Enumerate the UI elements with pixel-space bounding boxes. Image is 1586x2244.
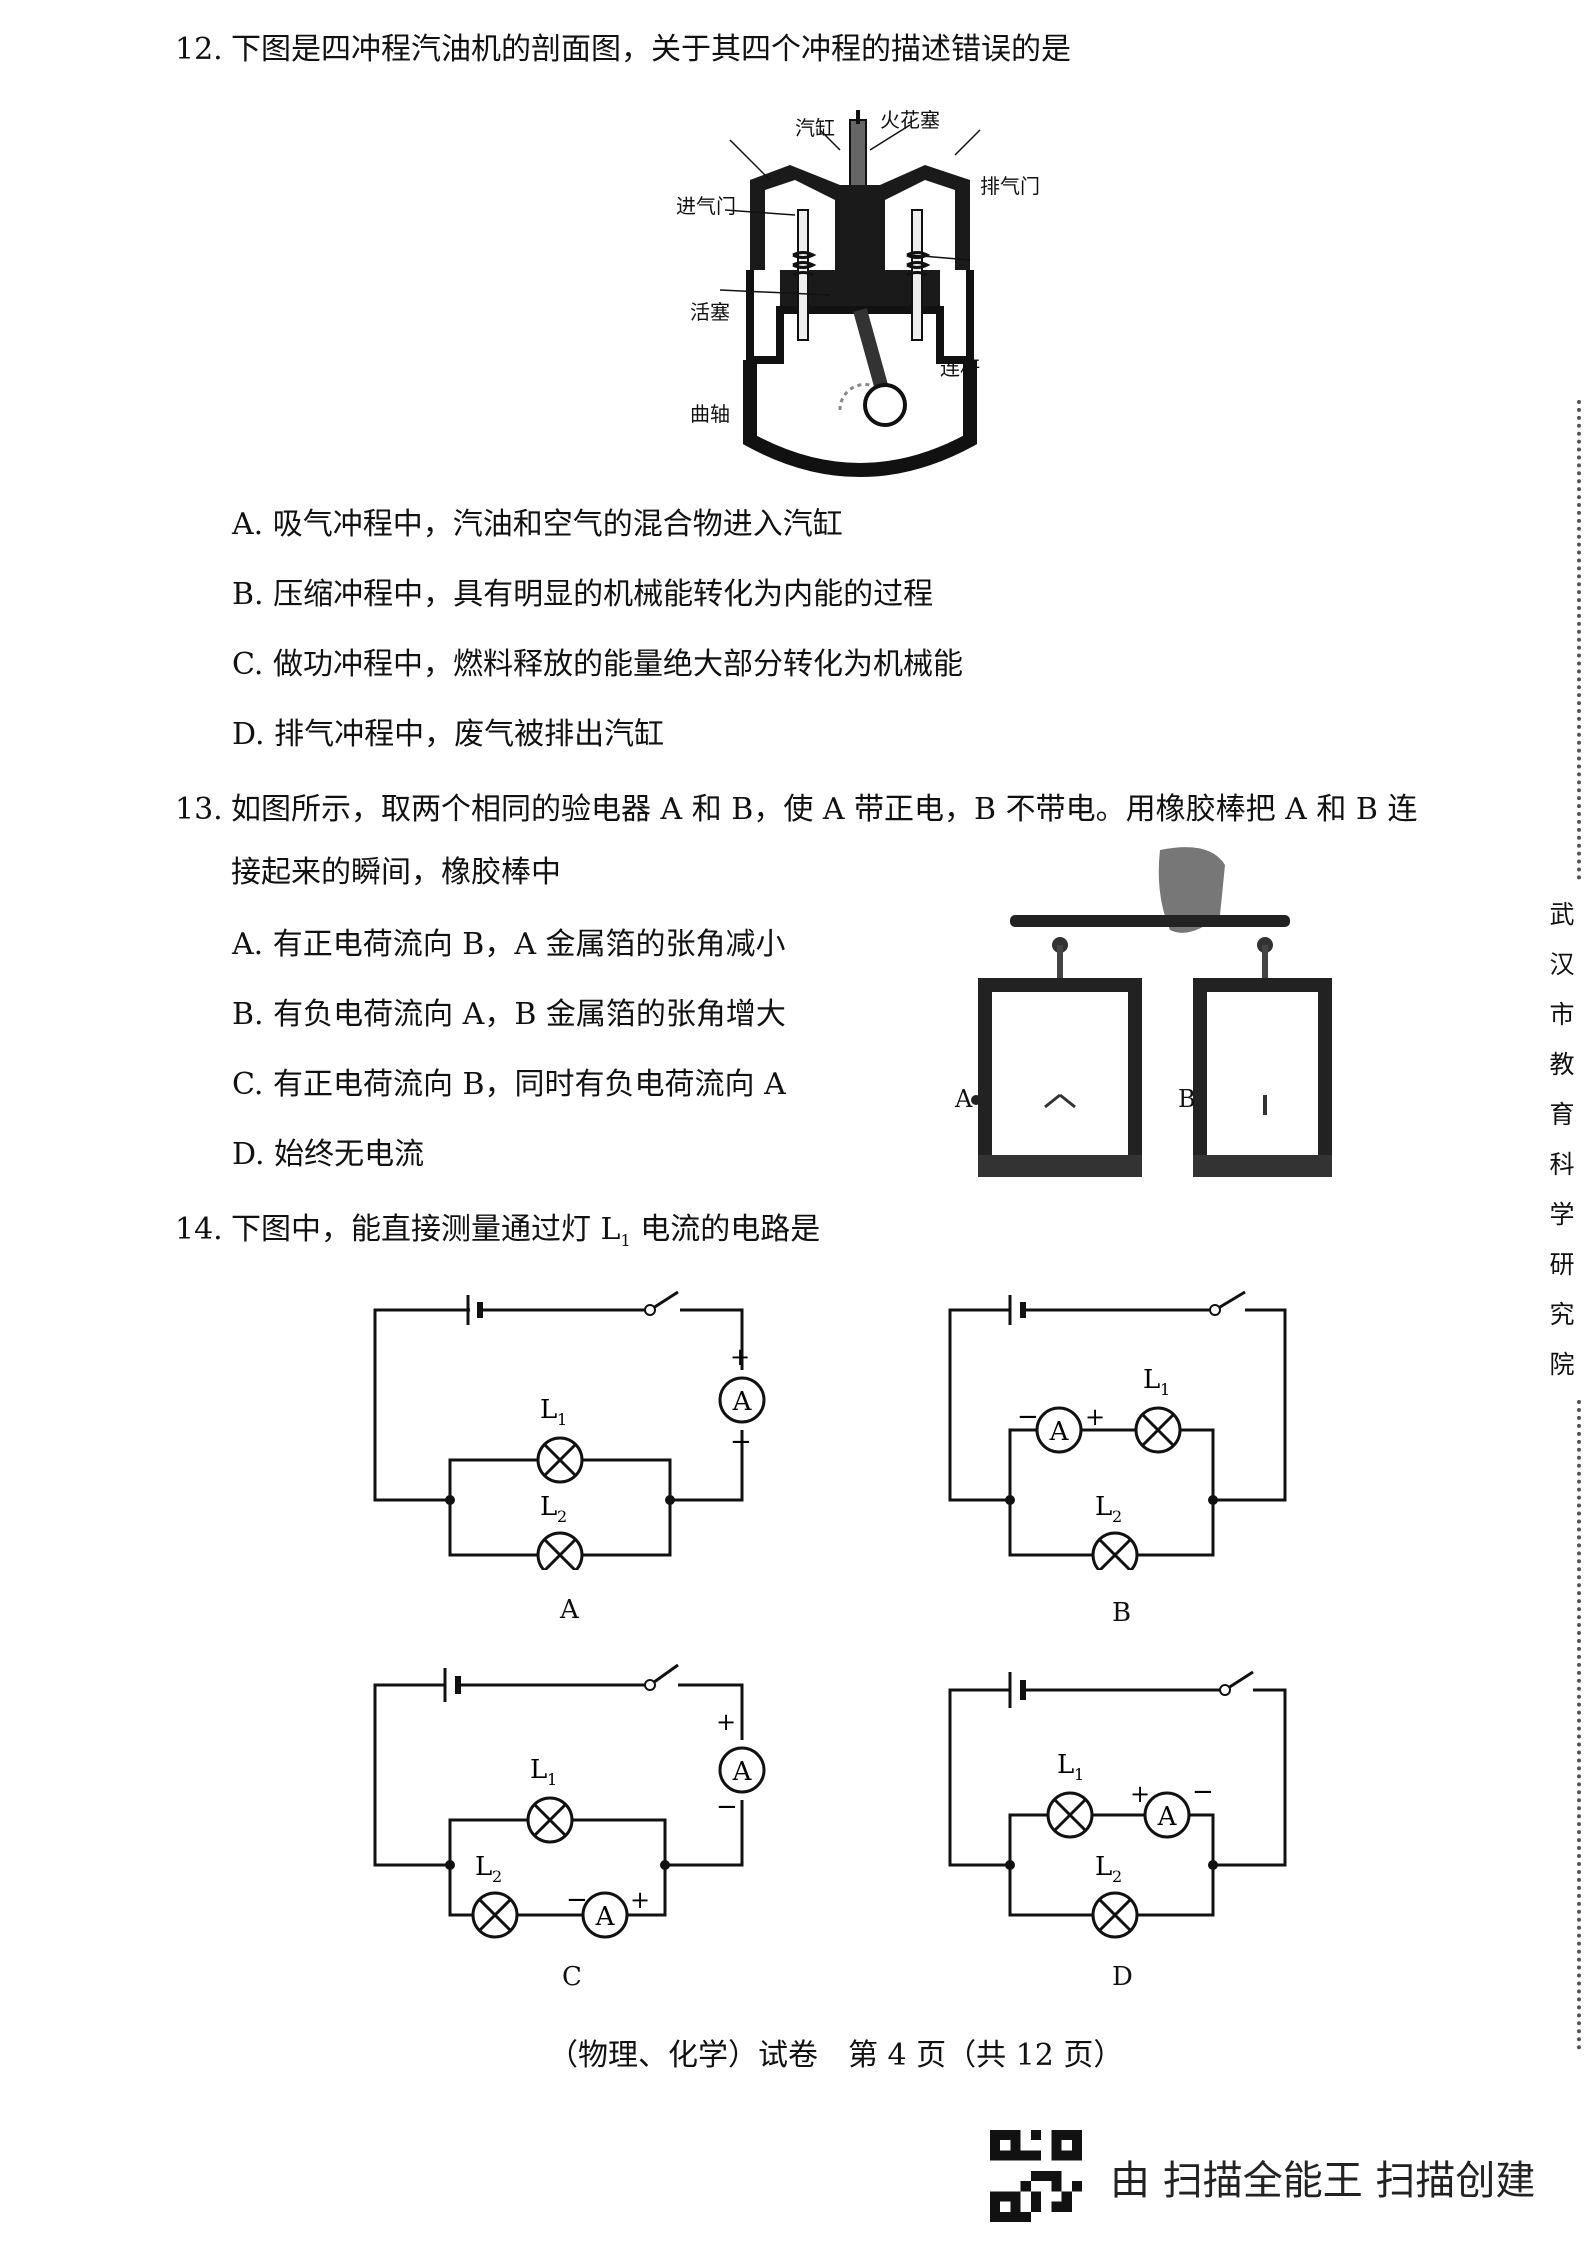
lamp-l2: [1091, 1891, 1139, 1939]
svg-text:−: −: [716, 1792, 738, 1822]
svg-text:L: L: [530, 1755, 547, 1785]
svg-text:+: +: [730, 1343, 750, 1371]
label-piston: 活塞: [690, 300, 730, 324]
lamp-l1: [1134, 1406, 1182, 1454]
q12-number: 12.: [175, 32, 223, 67]
q13-option-c[interactable]: C. 有正电荷流向 B，同时有负电荷流向 A: [232, 1067, 786, 1102]
svg-text:−: −: [566, 1885, 588, 1915]
q13-option-b[interactable]: B. 有负电荷流向 A，B 金属箔的张角增大: [232, 997, 786, 1032]
ammeter: A: [718, 1376, 766, 1424]
lamp-l1: [536, 1436, 584, 1484]
svg-text:−: −: [1017, 1402, 1039, 1432]
svg-text:L: L: [475, 1852, 492, 1882]
circuit-caption-a: A: [560, 1595, 579, 1625]
binding-dotted-line-bottom: [1577, 1400, 1586, 2050]
electroscope-label-b: B: [1178, 1085, 1196, 1113]
ammeter: A: [1143, 1791, 1191, 1839]
svg-text:2: 2: [492, 1867, 502, 1886]
svg-text:−: −: [1192, 1777, 1214, 1807]
page-footer: （物理、化学）试卷 第 4 页（共 12 页）: [548, 2038, 1124, 2073]
svg-text:+: +: [630, 1886, 650, 1914]
q13-option-d[interactable]: D. 始终无电流: [232, 1137, 425, 1172]
label-rod: 连杆: [940, 356, 980, 380]
hand: [1158, 847, 1225, 933]
label-crankshaft: 曲轴: [690, 402, 730, 426]
q12-option-a[interactable]: A. 吸气冲程中，汽油和空气的混合物进入汽缸: [232, 507, 843, 542]
svg-text:L: L: [1143, 1365, 1160, 1395]
svg-text:A: A: [1049, 1417, 1070, 1447]
svg-text:1: 1: [1074, 1765, 1084, 1784]
svg-text:2: 2: [1112, 1867, 1122, 1886]
svg-text:2: 2: [557, 1507, 567, 1526]
q12-option-b[interactable]: B. 压缩冲程中，具有明显的机械能转化为内能的过程: [232, 577, 934, 612]
circuit-caption-c: C: [562, 1962, 582, 1992]
spark-plug: [849, 119, 867, 191]
q14-stem: 14.下图中，能直接测量通过灯 L1 电流的电路是: [175, 1212, 821, 1250]
svg-text:L: L: [1095, 1492, 1112, 1522]
lamp-l2: [1091, 1531, 1139, 1570]
switch: [1209, 1304, 1221, 1316]
ammeter: A: [1035, 1406, 1083, 1454]
switch: [1219, 1684, 1231, 1696]
binding-dotted-line-top: [1577, 400, 1586, 880]
circuit-caption-d: D: [1112, 1962, 1133, 1992]
circuit-caption-b: B: [1112, 1598, 1132, 1628]
q13-stem: 13.如图所示，取两个相同的验电器 A 和 B，使 A 带正电，B 不带电。用橡…: [175, 790, 1418, 830]
scanner-watermark: 由 扫描全能王 扫描创建: [1110, 2158, 1536, 2204]
switch: [644, 1679, 656, 1691]
label-intake-valve: 进气门: [676, 194, 736, 218]
electroscope-b: [1193, 937, 1332, 1177]
svg-text:A: A: [732, 1387, 753, 1417]
label-spark-plug: 火花塞: [880, 108, 940, 132]
svg-text:L: L: [540, 1395, 557, 1425]
svg-text:A: A: [595, 1902, 616, 1932]
svg-text:L: L: [540, 1492, 557, 1522]
lamp-l1: [1046, 1791, 1094, 1839]
qr-code: [990, 2130, 1082, 2222]
crankcase: [743, 360, 977, 477]
lamp-l2: [471, 1891, 519, 1939]
ammeter-main: A: [718, 1746, 766, 1794]
q13-option-a[interactable]: A. 有正电荷流向 B，A 金属箔的张角减小: [232, 927, 786, 962]
q13-number: 13.: [175, 792, 223, 827]
electroscope-photo: [971, 847, 1332, 1177]
q14-number: 14.: [175, 1212, 223, 1247]
q12-stem: 12.下图是四冲程汽油机的剖面图，关于其四个冲程的描述错误的是: [175, 30, 1071, 70]
svg-text:+: +: [716, 1708, 736, 1736]
svg-text:1: 1: [547, 1770, 557, 1789]
electroscope-label-a: A: [955, 1085, 973, 1113]
ammeter-branch: A: [581, 1891, 629, 1939]
electroscope-a: [971, 937, 1142, 1177]
label-cylinder: 汽缸: [795, 116, 835, 140]
svg-text:−: −: [730, 1427, 752, 1457]
svg-text:A: A: [732, 1757, 753, 1787]
rubber-rod: [1010, 915, 1290, 927]
engine-diagram: [719, 110, 981, 477]
svg-text:L: L: [1057, 1750, 1074, 1780]
lamp-l1: [526, 1796, 574, 1844]
svg-text:2: 2: [1112, 1507, 1122, 1526]
svg-text:L: L: [1095, 1852, 1112, 1882]
label-exhaust-valve: 排气门: [980, 174, 1040, 198]
q12-stem-text: 下图是四冲程汽油机的剖面图，关于其四个冲程的描述错误的是: [231, 32, 1071, 67]
svg-text:+: +: [1130, 1780, 1150, 1808]
sidebar-institution: 武汉市教育科学研究院: [1549, 900, 1575, 1379]
q12-option-c[interactable]: C. 做功冲程中，燃料释放的能量绝大部分转化为机械能: [232, 647, 963, 682]
svg-text:+: +: [1085, 1403, 1105, 1431]
svg-text:1: 1: [1160, 1380, 1170, 1399]
svg-text:A: A: [1157, 1802, 1178, 1832]
q13-stem-line2: 接起来的瞬间，橡胶棒中: [231, 855, 561, 890]
q12-option-d[interactable]: D. 排气冲程中，废气被排出汽缸: [232, 717, 665, 752]
switch: [644, 1304, 656, 1316]
lamp-l2: [536, 1531, 584, 1570]
svg-text:1: 1: [557, 1410, 567, 1429]
